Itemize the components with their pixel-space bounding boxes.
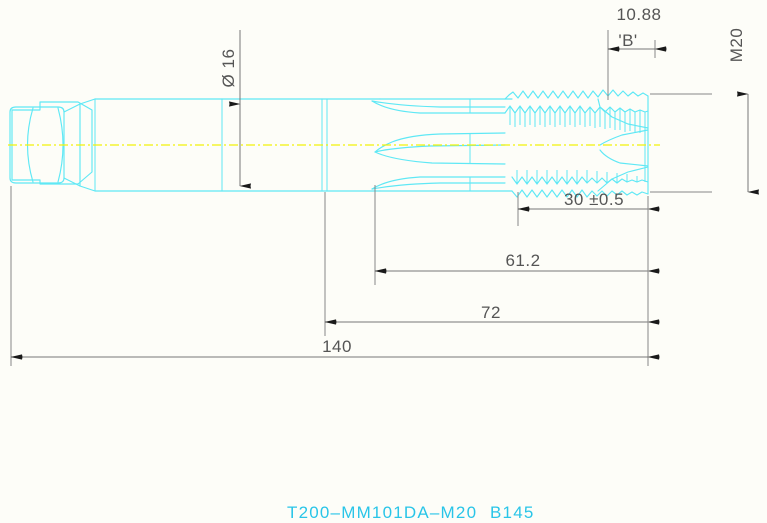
dim-label-datum-b: 'B' (618, 31, 637, 50)
part-code-label: T200–MM101DA–M20 (287, 503, 477, 522)
dim-label-body-length: 72 (481, 303, 501, 322)
dim-label-m20: M20 (727, 28, 746, 63)
dim-label-flute-length: 61.2 (505, 251, 540, 270)
flute-profiles (371, 98, 513, 192)
thread-section (504, 89, 649, 198)
dim-label-overall-length: 140 (322, 337, 352, 356)
dim-label-thread-length: 30 ±0.5 (564, 190, 624, 209)
dim-b-10-88 (607, 30, 667, 100)
dim-overall-length-140 (10, 186, 660, 366)
part-revision-label: B145 (490, 503, 535, 522)
dim-label-10-88: 10.88 (616, 5, 661, 24)
dim-label-diameter: Ø 16 (219, 49, 238, 88)
square-drive-shank (9, 101, 93, 187)
tap-tool-geometry (8, 89, 660, 198)
dim-m20 (650, 91, 759, 195)
